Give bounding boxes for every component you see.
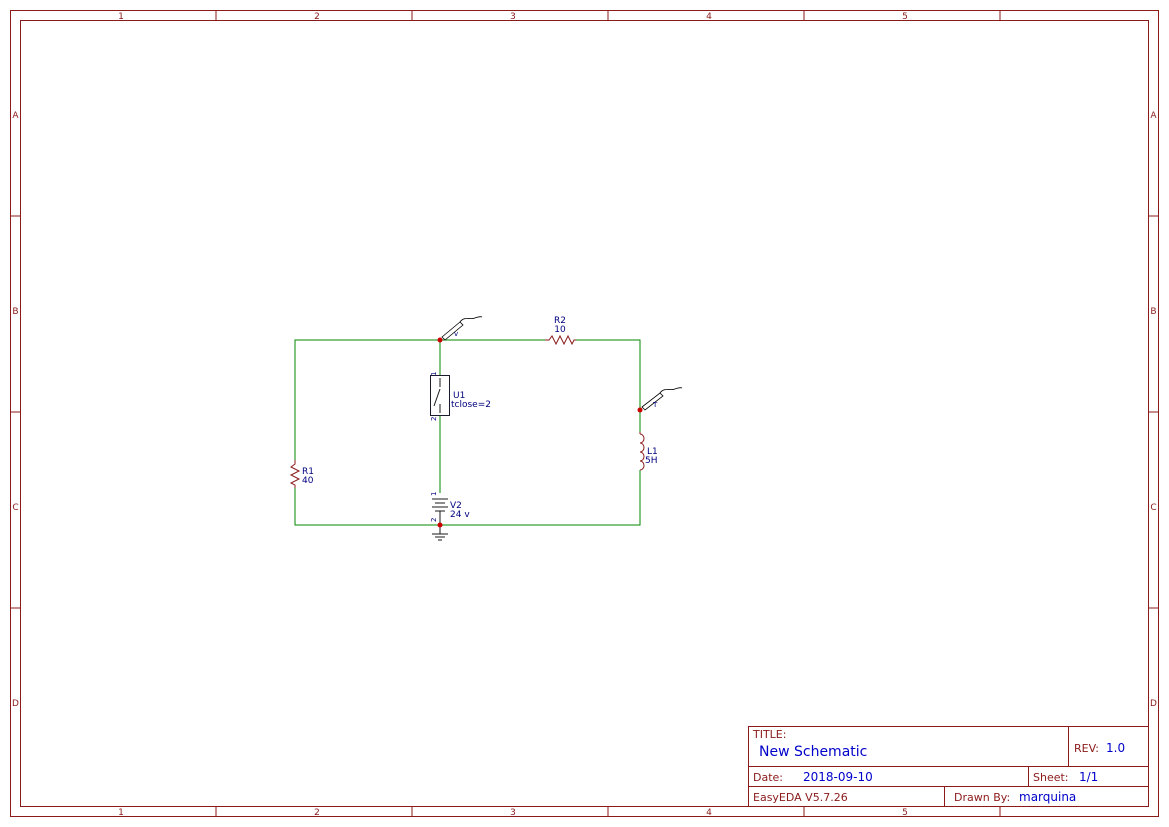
rev-value[interactable]: 1.0 <box>1106 741 1125 755</box>
inductor-l1[interactable]: L1 5H <box>639 432 658 471</box>
u1-value: tclose=2 <box>451 400 491 410</box>
date-value[interactable]: 2018-09-10 <box>803 770 873 784</box>
row-label-left-d: D <box>12 699 19 709</box>
wire-left-bottom[interactable] <box>294 488 440 526</box>
column-label-top-3: 3 <box>510 12 516 22</box>
column-label-bottom-4: 4 <box>706 808 712 818</box>
row-label-right-c: C <box>1150 503 1156 513</box>
row-label-right-d: D <box>1150 699 1157 709</box>
wire-top-left[interactable] <box>294 339 545 460</box>
ground-icon[interactable] <box>432 525 448 541</box>
resistor-r2[interactable]: R2 10 <box>545 316 576 346</box>
column-dividers <box>215 10 1001 817</box>
outer-frame <box>10 10 1159 817</box>
l1-value: 5H <box>645 456 658 466</box>
column-label-bottom-1: 1 <box>118 808 124 818</box>
title-block: TITLE: New Schematic REV: 1.0 Date: 2018… <box>748 726 1149 807</box>
row-label-left-c: C <box>12 503 18 513</box>
battery-v2[interactable]: 1 2 V2 24 v <box>430 492 470 525</box>
l1-ref: L1 <box>647 447 658 457</box>
title-label: TITLE: <box>752 728 786 741</box>
column-label-top-4: 4 <box>706 12 712 22</box>
wire-top-right[interactable] <box>576 339 641 434</box>
sheet-label: Sheet: <box>1033 771 1069 784</box>
drawn-by-value[interactable]: marquina <box>1019 790 1076 804</box>
probe-t-label: T <box>652 401 658 409</box>
row-label-left-a: A <box>12 111 19 121</box>
row-dividers <box>10 215 1159 609</box>
r2-value: 10 <box>554 325 566 335</box>
title-value[interactable]: New Schematic <box>759 744 867 760</box>
v2-pin1: 1 <box>430 492 438 496</box>
row-label-right-b: B <box>1150 307 1156 317</box>
column-label-top-1: 1 <box>118 12 124 22</box>
row-label-right-a: A <box>1150 111 1157 121</box>
u1-pin1: 1 <box>430 372 438 376</box>
probe-v-label: v <box>454 330 458 338</box>
r1-value: 40 <box>302 476 314 486</box>
column-label-top-2: 2 <box>314 12 320 22</box>
column-label-top-5: 5 <box>902 12 908 22</box>
inner-frame <box>20 20 1149 807</box>
switch-u1[interactable]: 1 2 U1 tclose=2 <box>430 372 491 421</box>
column-label-bottom-3: 3 <box>510 808 516 818</box>
v2-ref: V2 <box>450 501 462 511</box>
u1-ref: U1 <box>453 391 465 401</box>
software-label: EasyEDA V5.7.26 <box>753 791 848 804</box>
v2-pin2: 2 <box>430 518 438 522</box>
drawn-by-label: Drawn By: <box>954 791 1010 804</box>
row-label-left-b: B <box>12 307 18 317</box>
r2-ref: R2 <box>554 316 566 326</box>
probe-v[interactable]: v <box>441 316 483 341</box>
column-label-bottom-2: 2 <box>314 808 320 818</box>
r1-ref: R1 <box>302 467 314 477</box>
junction-bottom <box>437 522 443 528</box>
date-label: Date: <box>753 771 783 784</box>
junction-right <box>637 407 643 413</box>
u1-pin2: 2 <box>430 417 438 421</box>
sheet-value[interactable]: 1/1 <box>1079 770 1098 784</box>
v2-value: 24 v <box>450 510 470 520</box>
junction-top <box>437 337 443 343</box>
resistor-r1[interactable]: R1 40 <box>289 460 314 488</box>
rev-label: REV: <box>1074 742 1099 755</box>
column-label-bottom-5: 5 <box>902 808 908 818</box>
wires[interactable] <box>294 339 641 526</box>
probe-t[interactable]: T <box>641 387 683 411</box>
wire-right-bottom[interactable] <box>440 470 641 526</box>
